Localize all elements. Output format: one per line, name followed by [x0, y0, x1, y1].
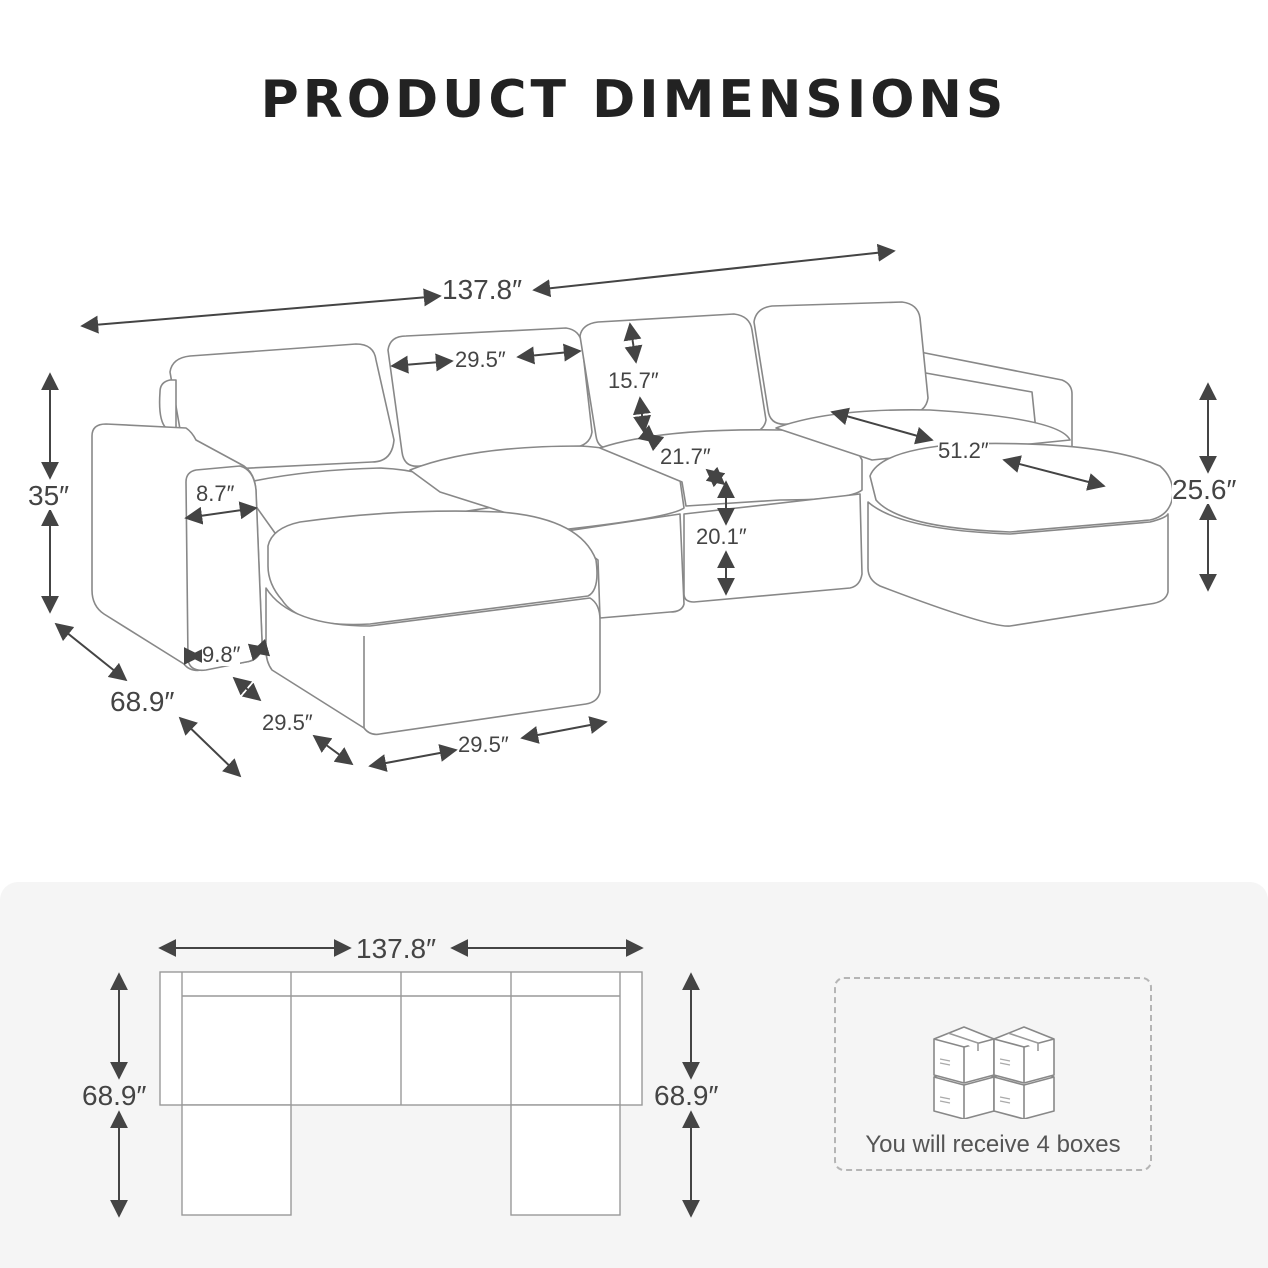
right-chaise-base	[867, 501, 1169, 627]
package-note: You will receive 4 boxes	[834, 977, 1152, 1171]
stacked-boxes-icon	[933, 1026, 1055, 1119]
overall-height-label: 35″	[28, 480, 70, 511]
sofa-outline	[91, 301, 1174, 736]
left-ottoman-cushion	[267, 510, 598, 626]
back-cushion-4	[753, 301, 929, 426]
top-view-depth-right-label: 68.9″	[654, 1080, 719, 1111]
top-view-outline	[159, 971, 643, 1216]
back-cushion-width-label: 29.5″	[455, 347, 506, 372]
armrest-width-bottom-label: 9.8″	[202, 642, 241, 667]
seat-depth-label: 21.7″	[660, 444, 711, 469]
total-depth-label: 68.9″	[110, 686, 175, 717]
chaise-length-label: 51.2″	[938, 438, 989, 463]
top-view-depth-left-label: 68.9″	[82, 1080, 147, 1111]
armrest-height-label: 25.6″	[1172, 474, 1237, 505]
left-ottoman-base	[265, 587, 601, 736]
seat-height-label: 20.1″	[696, 524, 747, 549]
dimension-arrows	[41, 243, 1217, 778]
armrest-width-top-label: 8.7″	[196, 481, 235, 506]
ottoman-depth-label: 29.5″	[262, 710, 313, 735]
top-view-width-label: 137.8″	[356, 933, 436, 964]
sofa-3d-drawing	[41, 243, 1217, 778]
package-note-text: You will receive 4 boxes	[865, 1131, 1121, 1158]
back-cushion-height-label: 15.7″	[608, 368, 659, 393]
ottoman-width-label: 29.5″	[458, 732, 509, 757]
total-length-label: 137.8″	[442, 274, 522, 305]
page-title: PRODUCT DIMENSIONS	[260, 70, 1008, 130]
